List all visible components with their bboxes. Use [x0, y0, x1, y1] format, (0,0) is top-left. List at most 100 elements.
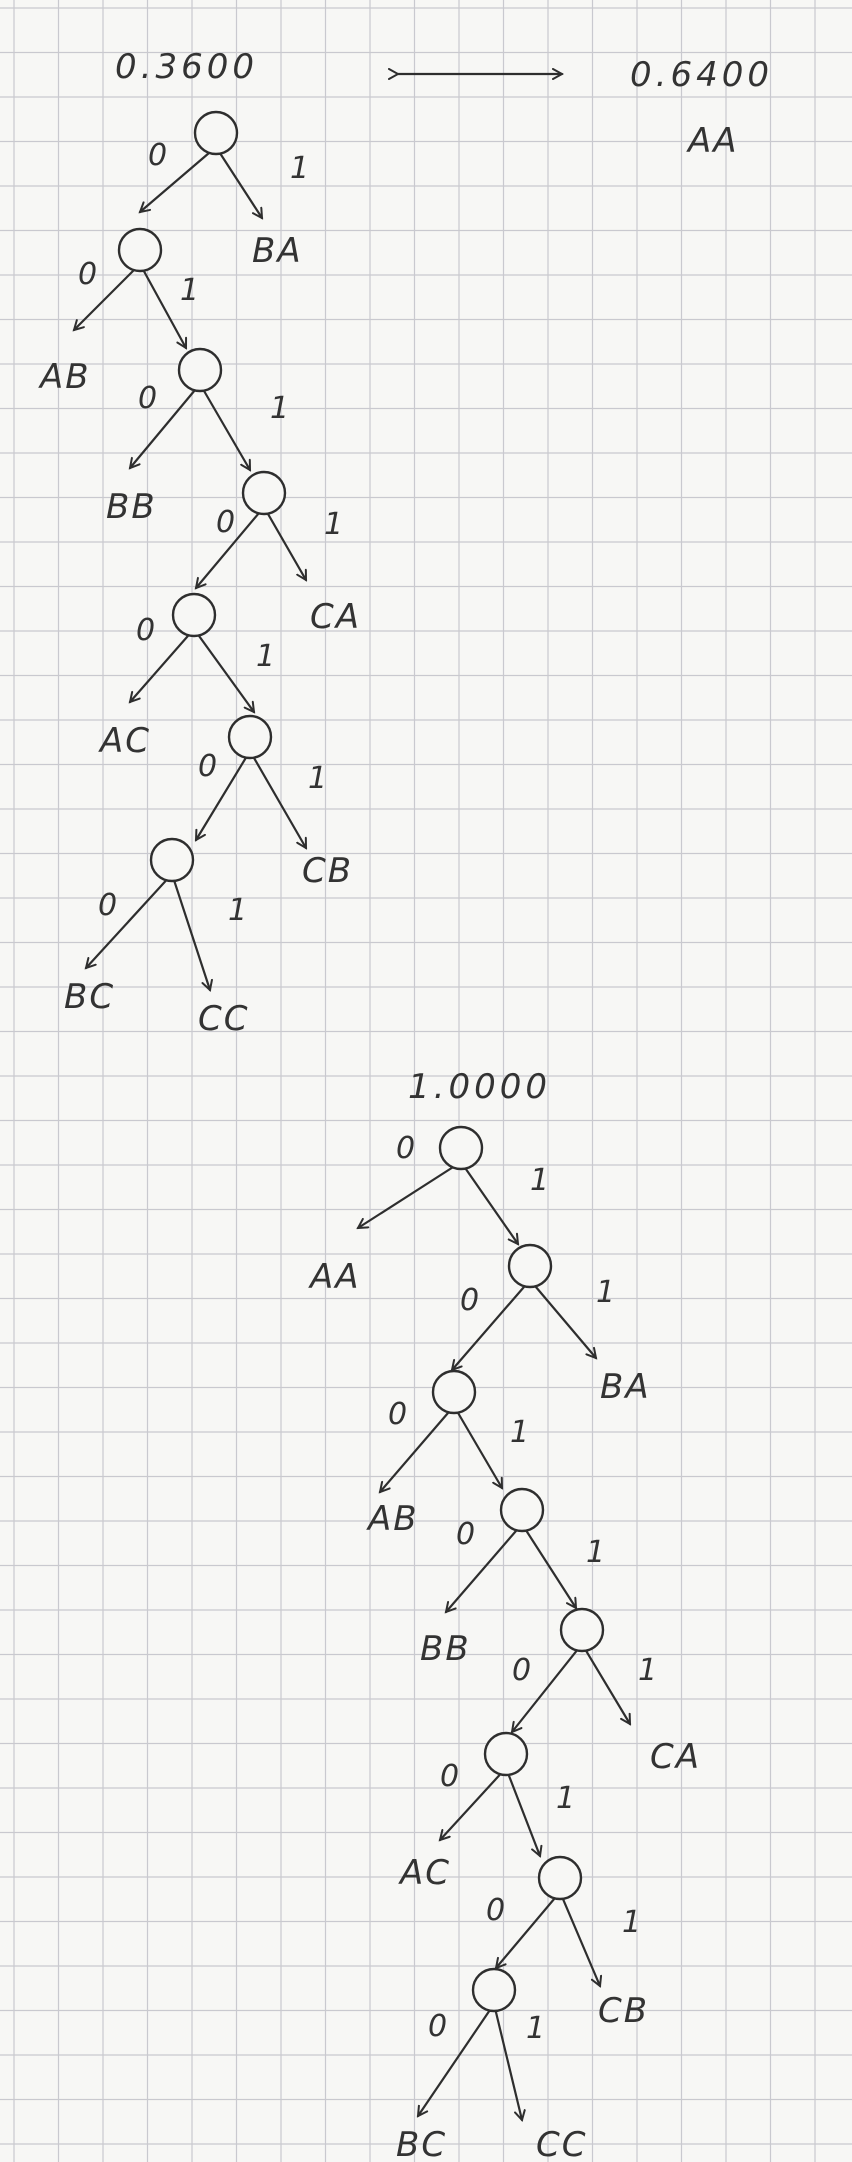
- t2-bit-label: 1: [556, 1781, 575, 1816]
- t2-leaf-label: BA: [600, 1367, 651, 1407]
- t1-leaf-label: CB: [302, 851, 353, 891]
- t1-node: [227, 714, 273, 760]
- t2-bit-label: 1: [622, 1905, 641, 1940]
- t1-edge: [74, 262, 142, 330]
- t1-edge: [192, 627, 254, 712]
- t1-node: [171, 592, 217, 638]
- t1-leaf-label: BB: [106, 487, 157, 527]
- t1-edge: [198, 382, 252, 470]
- t2-node: [499, 1487, 545, 1533]
- t1-leaf-label: CC: [198, 999, 249, 1039]
- t2-bit-label: 0: [460, 1283, 479, 1318]
- t2-bit-label: 0: [428, 2009, 447, 2044]
- t2-bit-label: 0: [456, 1517, 475, 1552]
- t1-bit-label: 1: [270, 391, 289, 426]
- t2-edge: [452, 1404, 504, 1488]
- t2-edge: [528, 1278, 596, 1358]
- t1-bit-label: 0: [138, 381, 157, 416]
- t1-bit-label: 1: [290, 151, 309, 186]
- t1-bit-label: 0: [136, 613, 155, 648]
- t1-leaf-label: BA: [252, 231, 303, 271]
- t1-edge: [86, 872, 174, 968]
- t2-bit-label: 0: [486, 1893, 505, 1928]
- t2-node: [438, 1125, 484, 1171]
- t1-leaf-label: CA: [310, 597, 361, 637]
- t2-bit-label: 0: [440, 1759, 459, 1794]
- t2-bit-label: 1: [510, 1415, 529, 1450]
- t2-edge: [558, 1890, 600, 1986]
- t1-edge: [194, 749, 252, 840]
- t1-leaf-label: BC: [64, 977, 115, 1017]
- t1-edge: [130, 382, 202, 468]
- tree2-nodes: [431, 1125, 605, 2013]
- t2-edge: [496, 1890, 562, 1968]
- t2-edge: [440, 1766, 508, 1840]
- right-probability: 0.6400: [630, 55, 773, 95]
- t2-edge: [492, 2002, 522, 2120]
- t1-node: [177, 347, 223, 393]
- tree1-nodes: [117, 110, 287, 883]
- tree1-edges: [74, 145, 308, 990]
- t2-bit-label: 1: [596, 1275, 615, 1310]
- t2-leaf-label: CA: [650, 1737, 701, 1777]
- t2-edge: [580, 1642, 632, 1724]
- t2-edge: [459, 1160, 518, 1244]
- t2-bit-label: 1: [586, 1535, 605, 1570]
- header: 0.3600 0.6400 AA: [115, 47, 773, 161]
- tree1-bit-labels: 0 1 0 1 0 1 0 1 0 1 0 1 0 1: [78, 138, 343, 928]
- t1-bit-label: 1: [180, 273, 199, 308]
- t2-edge: [504, 1766, 540, 1856]
- t2-edge: [512, 1642, 584, 1732]
- t1-edge: [170, 872, 210, 990]
- t1-edge: [214, 145, 262, 218]
- t2-bit-label: 1: [526, 2011, 545, 2046]
- t1-node: [241, 470, 287, 516]
- t1-bit-label: 0: [198, 749, 217, 784]
- left-probability: 0.3600: [115, 47, 258, 87]
- t2-bit-label: 1: [530, 1163, 549, 1198]
- t1-bit-label: 0: [98, 888, 117, 923]
- t1-leaf-label: AB: [38, 357, 91, 397]
- tree2-root-probability: 1.0000: [408, 1067, 551, 1107]
- t2-bit-label: 0: [512, 1653, 531, 1688]
- t1-node: [193, 110, 239, 156]
- t1-edge: [262, 505, 308, 580]
- t2-bit-label: 0: [396, 1131, 415, 1166]
- t1-edge: [140, 145, 218, 212]
- t2-leaf-label: BB: [420, 1629, 471, 1669]
- t1-edge: [138, 262, 188, 348]
- t2-edge: [446, 1522, 524, 1612]
- tree2-edges: [358, 1160, 632, 2120]
- t1-bit-label: 1: [324, 507, 343, 542]
- t1-bit-label: 0: [216, 505, 235, 540]
- t1-edge: [196, 505, 266, 588]
- t2-leaf-label: AB: [366, 1499, 419, 1539]
- t2-node: [471, 1967, 517, 2013]
- t2-node: [537, 1855, 583, 1901]
- right-label: AA: [686, 121, 739, 161]
- t2-bit-label: 1: [638, 1653, 657, 1688]
- t2-leaf-label: AC: [398, 1853, 451, 1893]
- t2-edge: [358, 1160, 463, 1228]
- t1-bit-label: 1: [308, 761, 327, 796]
- t2-edge: [520, 1522, 576, 1608]
- t1-node: [149, 837, 195, 883]
- t1-bit-label: 0: [148, 138, 167, 173]
- t2-node: [507, 1243, 553, 1289]
- t1-bit-label: 0: [78, 257, 97, 292]
- t2-leaf-label: CC: [536, 2125, 587, 2162]
- t1-bit-label: 1: [228, 893, 247, 928]
- t2-leaf-label: BC: [396, 2125, 447, 2162]
- t2-node: [559, 1607, 605, 1653]
- t1-bit-label: 1: [256, 639, 275, 674]
- t2-node: [483, 1731, 529, 1777]
- t1-edge: [130, 627, 196, 702]
- t1-edge: [248, 749, 308, 848]
